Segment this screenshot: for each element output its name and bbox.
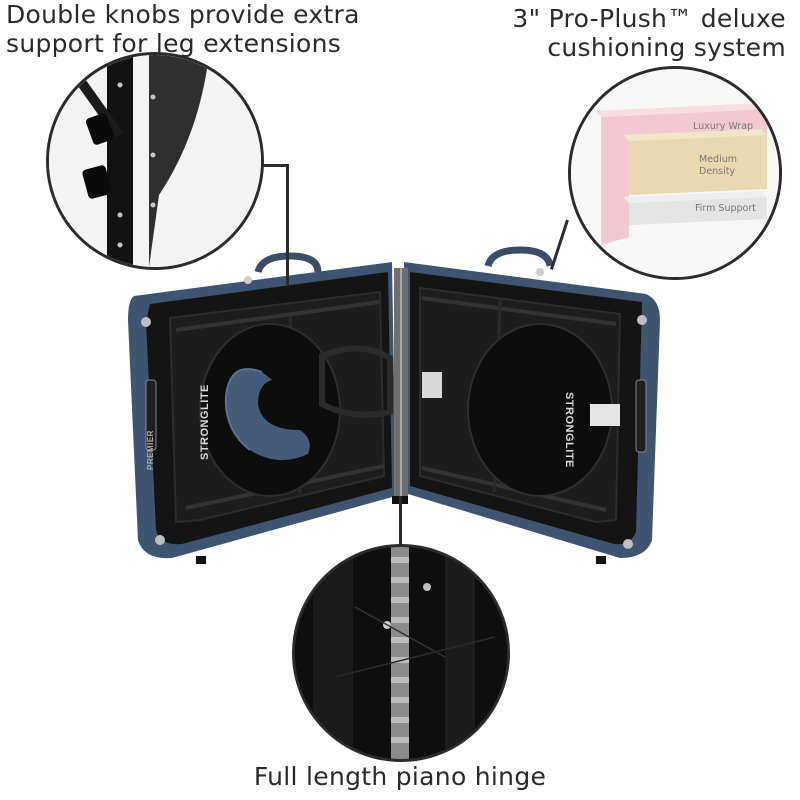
- cushion-callout-text: 3" Pro-Plush™ deluxe cushioning system: [512, 4, 786, 62]
- knobs-callout-line-2: support for leg extensions: [6, 29, 342, 58]
- right-brand-logo: STRONGLITE: [563, 392, 575, 468]
- piano-hinge: [394, 268, 408, 496]
- right-table-half: STRONGLITE: [244, 262, 660, 558]
- foam-layer-bottom-label: Firm Support: [695, 203, 756, 214]
- knobs-detail-circle: [46, 52, 264, 270]
- knobs-callout-line-1: Double knobs provide extra: [6, 0, 360, 29]
- cushion-detail-circle: Luxury Wrap Medium Density Firm Support: [568, 66, 782, 280]
- foam-layer-middle-label-2: Density: [699, 166, 735, 177]
- piano-hinge-image: [295, 547, 507, 759]
- leg-knobs-image: [49, 55, 261, 267]
- left-table-half: STRONGLITE PREMIER: [128, 262, 396, 559]
- hinge-callout-text: Full length piano hinge: [253, 762, 547, 791]
- knobs-leader-vertical: [286, 164, 289, 286]
- left-brand-logo: STRONGLITE: [199, 384, 211, 460]
- cushion-callout-line-2: cushioning system: [547, 33, 786, 62]
- knobs-leader-horizontal: [254, 164, 288, 167]
- cushion-callout-line-1: 3" Pro-Plush™ deluxe: [512, 4, 786, 33]
- knobs-callout-text: Double knobs provide extra support for l…: [6, 0, 360, 58]
- cushion-layers-image: Luxury Wrap Medium Density Firm Support: [571, 69, 779, 277]
- foam-layer-top-label: Luxury Wrap: [693, 121, 753, 132]
- model-name: PREMIER: [146, 430, 155, 470]
- hinge-detail-circle: [292, 544, 510, 762]
- foam-layer-middle-label-1: Medium: [699, 154, 737, 165]
- hinge-leader-line: [399, 496, 402, 546]
